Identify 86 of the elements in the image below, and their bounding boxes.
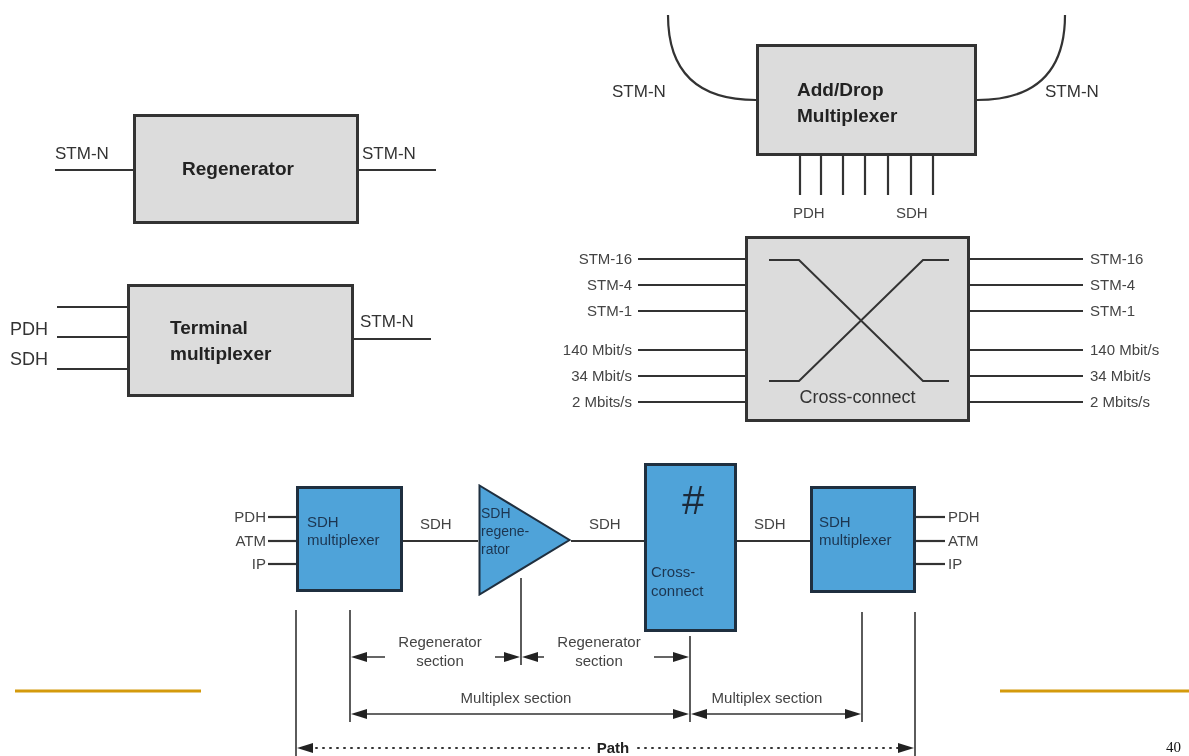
dimension-label: Multiplex section xyxy=(710,688,824,708)
connector-line xyxy=(970,257,1083,261)
connector-line xyxy=(970,374,1083,378)
edge-label: STM-N xyxy=(1045,83,1099,101)
connector-line xyxy=(970,348,1083,352)
edge-label: STM-1 xyxy=(1090,302,1135,320)
connector-line xyxy=(359,168,436,172)
connector-line xyxy=(57,305,127,309)
connector-line xyxy=(638,283,745,287)
connector-line xyxy=(57,367,127,371)
connector-line xyxy=(931,156,935,195)
connector-line xyxy=(638,400,745,404)
device-box xyxy=(127,284,354,397)
edge-label: SDH xyxy=(754,515,786,533)
edge-label: SDH xyxy=(589,515,621,533)
connector-line xyxy=(798,156,802,195)
connector-line xyxy=(916,539,945,543)
edge-label: ATM xyxy=(234,532,266,550)
node-label: Cross- connect xyxy=(651,562,705,600)
connector-line xyxy=(916,562,945,566)
connector-line xyxy=(55,168,133,172)
edge-label: STM-N xyxy=(55,145,109,163)
edge-label: STM-1 xyxy=(586,302,632,320)
connector-line xyxy=(863,156,867,195)
connector-line xyxy=(970,283,1083,287)
connector-line xyxy=(886,156,890,195)
node-label: Add/Drop Multiplexer xyxy=(797,78,899,128)
device-box xyxy=(296,486,403,592)
page-number: 40 xyxy=(1166,738,1182,756)
connector-line xyxy=(354,337,431,341)
device-box xyxy=(133,114,359,224)
edge-label: STM-16 xyxy=(577,250,632,268)
connector-line xyxy=(268,539,296,543)
edge-label: STM-16 xyxy=(1090,250,1144,268)
edge-label: ATM xyxy=(948,532,979,550)
edge-label: IP xyxy=(948,555,963,573)
node-label: SDH multiplexer xyxy=(819,513,893,549)
edge-label: STM-N xyxy=(360,313,414,331)
hash-symbol: # xyxy=(681,480,704,520)
port-label: PDH xyxy=(793,203,826,223)
edge-label: PDH xyxy=(948,508,980,526)
device-box xyxy=(644,463,737,632)
connector-line xyxy=(819,156,823,195)
connector-line xyxy=(268,562,296,566)
edge-label: 34 Mbit/s xyxy=(1090,367,1151,385)
connector-line xyxy=(268,515,296,519)
port-label: SDH xyxy=(10,348,49,371)
connector-line xyxy=(916,515,945,519)
edge-label: 2 Mbits/s xyxy=(1090,393,1150,411)
connector-line xyxy=(737,539,810,543)
connector-line xyxy=(57,335,127,339)
connector-line xyxy=(638,374,745,378)
edge-label: 140 Mbit/s xyxy=(561,341,632,359)
connector-line xyxy=(403,539,478,543)
edge-label: STM-4 xyxy=(586,276,632,294)
connector-line xyxy=(970,400,1083,404)
node-label: Terminal multiplexer xyxy=(170,315,273,366)
node-label: SDH regene- rator xyxy=(481,504,531,558)
edge-label: 2 Mbits/s xyxy=(571,393,632,411)
device-box xyxy=(745,236,970,422)
edge-label: STM-N xyxy=(362,145,416,163)
device-box xyxy=(756,44,977,156)
edge-label: IP xyxy=(250,555,266,573)
connector-line xyxy=(571,539,644,543)
connector-line xyxy=(909,156,913,195)
node-label: SDH multiplexer xyxy=(307,513,381,549)
edge-label: STM-N xyxy=(612,83,666,101)
connector-line xyxy=(638,348,745,352)
connector-line xyxy=(976,14,1067,102)
edge-label: 34 Mbit/s xyxy=(570,367,632,385)
edge-label: STM-4 xyxy=(1090,276,1135,294)
regenerator-triangle xyxy=(478,484,571,596)
port-label: SDH xyxy=(896,203,929,223)
connector-line xyxy=(638,309,745,313)
node-label: Regenerator xyxy=(182,156,294,181)
edge-label: SDH xyxy=(420,515,452,533)
connector-line xyxy=(841,156,845,195)
node-label: Cross-connect xyxy=(799,386,916,409)
edge-label: 140 Mbit/s xyxy=(1090,341,1160,359)
dimension-label: Multiplex section xyxy=(459,688,573,708)
device-box xyxy=(810,486,916,593)
port-label: PDH xyxy=(10,318,49,341)
edge-label: PDH xyxy=(233,508,266,526)
connector-line xyxy=(970,309,1083,313)
connector-line xyxy=(666,14,757,102)
connector-line xyxy=(638,257,745,261)
